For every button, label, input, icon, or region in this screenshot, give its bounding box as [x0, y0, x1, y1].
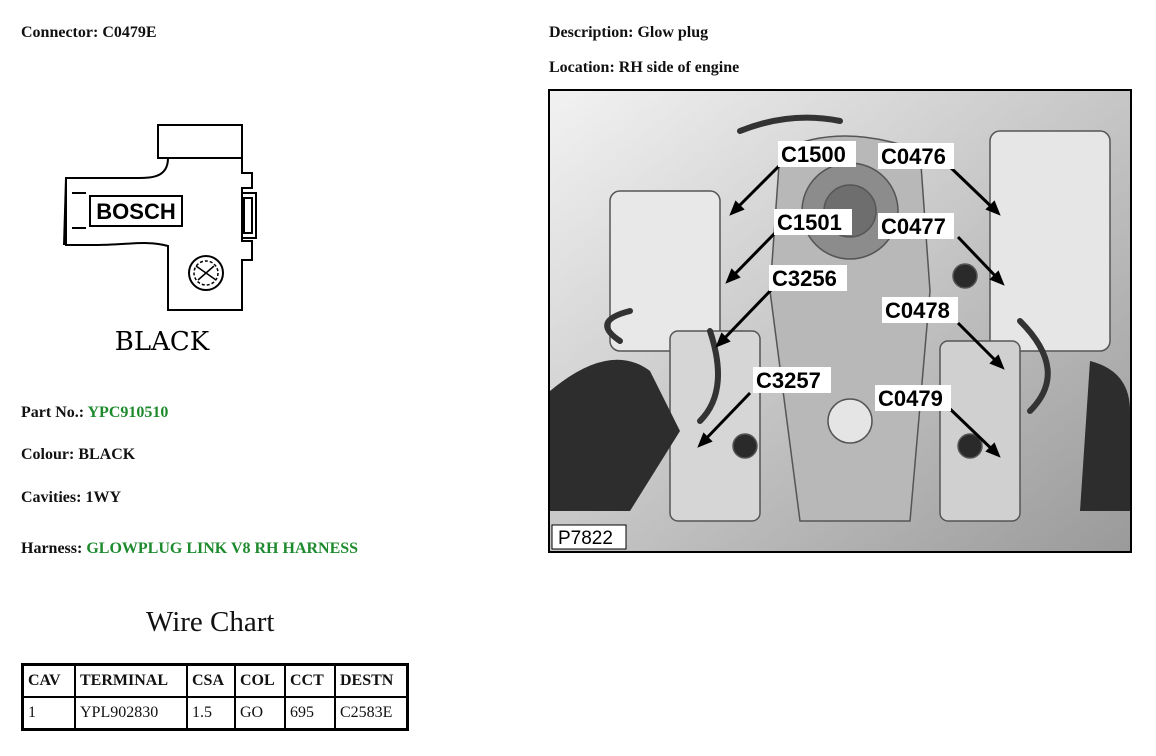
header-cct: CCT — [284, 663, 336, 698]
figure-id: P7822 — [558, 528, 613, 549]
cavities-field: Cavities: 1WY — [21, 489, 121, 507]
part-no-value: YPC910510 — [87, 404, 169, 421]
colour-value: BLACK — [78, 446, 136, 463]
cavities-value: 1WY — [85, 489, 121, 506]
engine-location-photo: C1500 C0476 C1501 C0477 C3256 C0478 C325… — [548, 89, 1132, 553]
colour-field: Colour: BLACK — [21, 446, 135, 464]
cell-csa: 1.5 — [186, 696, 236, 731]
header-terminal: TERMINAL — [74, 663, 188, 698]
table-row: 1 YPL902830 1.5 GO 695 C2583E — [21, 696, 409, 731]
cavities-label: Cavities: — [21, 489, 82, 506]
callout-label: C1501 — [777, 210, 842, 235]
wire-chart-table: CAV TERMINAL CSA COL CCT DESTN 1 YPL9028… — [21, 663, 409, 731]
wire-chart-header-row: CAV TERMINAL CSA COL CCT DESTN — [21, 663, 409, 698]
cell-terminal: YPL902830 — [74, 696, 188, 731]
description-label: Description: — [549, 24, 634, 41]
connector-label: Connector: — [21, 24, 99, 41]
callout-label: C0476 — [881, 144, 946, 169]
location-field: Location: RH side of engine — [549, 59, 739, 77]
location-value: RH side of engine — [618, 59, 740, 76]
harness-label: Harness: — [21, 540, 83, 557]
callout-label: C3256 — [772, 266, 837, 291]
drawing-brand-text: BOSCH — [96, 199, 175, 224]
harness-value: GLOWPLUG LINK V8 RH HARNESS — [86, 540, 359, 557]
header-csa: CSA — [186, 663, 236, 698]
part-no-field: Part No.: YPC910510 — [21, 404, 168, 422]
callout-label: C0478 — [885, 298, 950, 323]
harness-field: Harness: GLOWPLUG LINK V8 RH HARNESS — [21, 540, 358, 558]
wire-chart-title: Wire Chart — [146, 606, 275, 638]
header-cav: CAV — [21, 663, 76, 698]
cell-destn: C2583E — [334, 696, 409, 731]
part-no-label: Part No.: — [21, 404, 85, 421]
cell-cct: 695 — [284, 696, 336, 731]
header-destn: DESTN — [334, 663, 409, 698]
connector-drawing: BOSCH BLACK — [56, 118, 276, 363]
drawing-color-caption: BLACK — [115, 327, 210, 357]
callout-label: C0477 — [881, 214, 946, 239]
location-label: Location: — [549, 59, 615, 76]
header-col: COL — [234, 663, 286, 698]
connector-field: Connector: C0479E — [21, 24, 157, 42]
connector-value: C0479E — [102, 24, 157, 41]
callout-label: C1500 — [781, 142, 846, 167]
colour-label: Colour: — [21, 446, 75, 463]
description-field: Description: Glow plug — [549, 24, 708, 42]
description-value: Glow plug — [637, 24, 709, 41]
callout-label: C3257 — [756, 368, 821, 393]
cell-cav: 1 — [21, 696, 76, 731]
callout-label: C0479 — [878, 386, 943, 411]
cavity-badge-icon — [188, 255, 224, 291]
cell-col: GO — [234, 696, 286, 731]
